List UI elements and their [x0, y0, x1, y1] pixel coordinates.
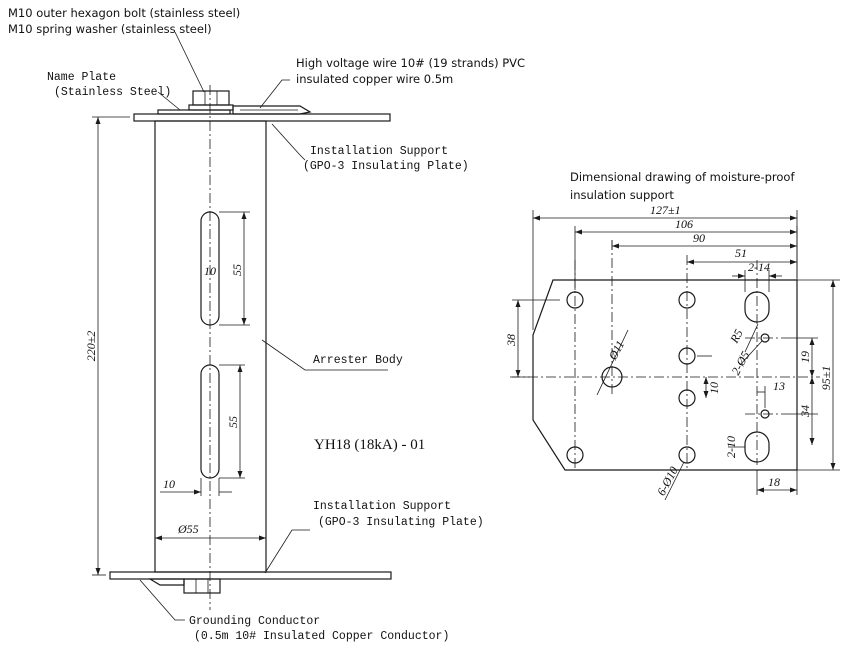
dim-95: 95±1 [819, 366, 833, 391]
dim-34: 34 [798, 405, 812, 418]
dim-90: 90 [693, 231, 705, 245]
dim-127: 127±1 [650, 203, 681, 217]
dim-holes: 6-Ø10 [654, 464, 681, 498]
upper-plate-slot [744, 291, 770, 323]
arrester-body [154, 120, 267, 573]
dim-d5: 2-Ø5 [728, 349, 752, 377]
large-hole [601, 366, 623, 388]
model-label: YH18 (18kA) - 01 [314, 437, 425, 453]
lower-slot-width: 10 [163, 477, 175, 491]
support-plate: 127±1 106 90 51 2-14 38 95±1 19 34 [504, 203, 840, 501]
dim-18: 18 [768, 475, 780, 489]
bottom-bolt-nut [183, 578, 221, 594]
wire-label-1: High voltage wire 10# (19 strands) PVC [296, 56, 525, 70]
wire-label-2: insulated copper wire 0.5m [296, 72, 453, 86]
mounting-hole [566, 291, 584, 309]
dim-d11: Ø11 [605, 338, 627, 363]
top-installation-plate [133, 113, 391, 122]
upper-slot-width: 10 [204, 264, 216, 278]
nameplate-label-2: (Stainless Steel) [54, 86, 171, 99]
plate-outline [532, 279, 798, 471]
dim-r5: R5 [727, 327, 746, 346]
grounding-label-1: Grounding Conductor [189, 615, 320, 628]
center-hole [678, 347, 696, 365]
dim-10-center: 10 [707, 382, 721, 394]
center-hole [678, 389, 696, 407]
height-dimension: 220±2 [84, 331, 98, 362]
small-hole [760, 333, 770, 343]
top-support-label-2: (GPO-3 Insulating Plate) [303, 160, 469, 173]
dim-19: 19 [798, 351, 812, 363]
body-diameter: Ø55 [177, 522, 199, 536]
bolt-label: M10 outer hexagon bolt (stainless steel) [8, 6, 240, 20]
mounting-hole [566, 446, 584, 464]
dim-51: 51 [735, 246, 747, 260]
ground-terminal [147, 578, 185, 586]
mounting-hole [678, 446, 696, 464]
spring-washer [188, 104, 234, 111]
name-plate [157, 109, 231, 115]
dim-38: 38 [504, 334, 518, 347]
nameplate-label-1: Name Plate [47, 71, 116, 84]
bottom-installation-plate [109, 571, 392, 580]
wire-terminal [232, 105, 312, 115]
dim-slot-bottom: 2-10 [724, 436, 738, 458]
bottom-support-label-2: (GPO-3 Insulating Plate) [318, 516, 484, 529]
lower-slot [200, 364, 220, 479]
lower-slot-length: 55 [226, 416, 240, 428]
arrester-assembly: 220±2 55 10 55 10 Ø55 [84, 31, 392, 621]
top-bolt-head [192, 90, 230, 106]
dim-13: 13 [773, 379, 785, 393]
small-hole [760, 409, 770, 419]
support-title-1: Dimensional drawing of moisture-proof [570, 170, 795, 184]
upper-slot [200, 211, 220, 326]
bottom-support-label-1: Installation Support [313, 500, 451, 513]
dim-106: 106 [675, 217, 693, 231]
washer-label: M10 spring washer (stainless steel) [8, 22, 212, 36]
top-support-label-1: Installation Support [310, 145, 448, 158]
mounting-hole [678, 291, 696, 309]
grounding-label-2: (0.5m 10# Insulated Copper Conductor) [194, 630, 449, 643]
upper-slot-length: 55 [230, 264, 244, 276]
support-title-2: insulation support [570, 188, 674, 202]
arrester-body-label: Arrester Body [313, 354, 403, 367]
dim-slot-top: 2-14 [748, 260, 770, 274]
